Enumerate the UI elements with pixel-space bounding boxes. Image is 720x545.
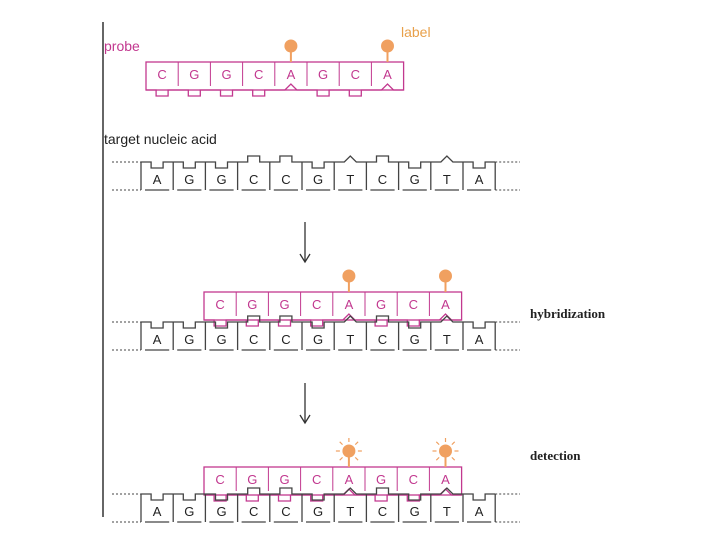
signal-ray bbox=[339, 456, 343, 461]
probe-bottom-edge bbox=[146, 83, 404, 97]
target-base-G: G bbox=[184, 332, 194, 347]
signal-ray bbox=[451, 456, 456, 461]
target-base-A: A bbox=[475, 504, 484, 519]
probe-base-C: C bbox=[254, 67, 263, 82]
target-nucleic-acid-label: target nucleic acid bbox=[104, 131, 217, 147]
target-base-A: A bbox=[475, 332, 484, 347]
label-marker-icon bbox=[381, 39, 394, 53]
target-base-C: C bbox=[281, 332, 290, 347]
target-base-G: G bbox=[184, 172, 194, 187]
probe-base-G: G bbox=[376, 472, 386, 487]
probe-base-C: C bbox=[351, 67, 360, 82]
target-base-A: A bbox=[475, 172, 484, 187]
target-top-edge bbox=[141, 487, 496, 501]
target-base-G: G bbox=[313, 172, 323, 187]
target-base-G: G bbox=[410, 332, 420, 347]
target-base-G: G bbox=[313, 504, 323, 519]
probe-base-G: G bbox=[247, 297, 257, 312]
probe-bottom-edge bbox=[204, 488, 462, 502]
target-base-G: G bbox=[216, 332, 226, 347]
signal-ray bbox=[451, 441, 456, 446]
label-marker-icon bbox=[284, 39, 298, 53]
signal-ray bbox=[435, 456, 440, 461]
probe-base-G: G bbox=[189, 67, 199, 82]
probe-base-G: G bbox=[376, 297, 386, 312]
probe-base-C: C bbox=[409, 297, 418, 312]
probe-base-G: G bbox=[221, 67, 231, 82]
probe-base-A: A bbox=[441, 472, 450, 487]
probe-base-A: A bbox=[287, 67, 296, 82]
target-base-T: T bbox=[346, 504, 354, 519]
signal-ray bbox=[435, 441, 440, 446]
probe-base-C: C bbox=[215, 297, 224, 312]
probe-base-G: G bbox=[318, 67, 328, 82]
probe-base-A: A bbox=[441, 297, 450, 312]
target-base-T: T bbox=[443, 504, 451, 519]
down-arrow-1-head bbox=[299, 253, 311, 264]
label-caption: label bbox=[401, 24, 431, 40]
target-base-A: A bbox=[153, 332, 162, 347]
target-base-G: G bbox=[410, 504, 420, 519]
target-base-A: A bbox=[153, 504, 162, 519]
probe-base-A: A bbox=[345, 472, 354, 487]
target-base-T: T bbox=[443, 172, 451, 187]
probe-label: probe bbox=[104, 38, 140, 54]
target-base-C: C bbox=[249, 172, 258, 187]
target-base-G: G bbox=[216, 172, 226, 187]
probe-base-C: C bbox=[157, 67, 166, 82]
down-arrow-2-head bbox=[299, 414, 311, 425]
target-base-T: T bbox=[443, 332, 451, 347]
target-base-C: C bbox=[378, 504, 387, 519]
target-base-A: A bbox=[153, 172, 162, 187]
target-base-T: T bbox=[346, 332, 354, 347]
signal-ray bbox=[354, 456, 359, 461]
target-top-edge bbox=[141, 315, 496, 329]
target-base-G: G bbox=[410, 172, 420, 187]
target-base-G: G bbox=[216, 504, 226, 519]
target-base-C: C bbox=[249, 332, 258, 347]
signal-ray bbox=[339, 441, 343, 446]
target-base-G: G bbox=[184, 504, 194, 519]
target-base-C: C bbox=[281, 172, 290, 187]
label-marker-icon bbox=[342, 444, 356, 458]
hybridization-label: hybridization bbox=[530, 306, 606, 321]
probe-base-G: G bbox=[279, 472, 289, 487]
target-base-C: C bbox=[281, 504, 290, 519]
probe-base-C: C bbox=[312, 472, 321, 487]
probe-base-C: C bbox=[312, 297, 321, 312]
label-marker-icon bbox=[439, 444, 452, 458]
probe-base-A: A bbox=[383, 67, 392, 82]
probe-base-C: C bbox=[409, 472, 418, 487]
target-base-C: C bbox=[378, 332, 387, 347]
target-base-T: T bbox=[346, 172, 354, 187]
probe-base-C: C bbox=[215, 472, 224, 487]
probe-base-G: G bbox=[279, 297, 289, 312]
label-marker-icon bbox=[342, 269, 356, 283]
detection-label: detection bbox=[530, 448, 581, 463]
probe-base-G: G bbox=[247, 472, 257, 487]
target-top-edge bbox=[141, 155, 496, 169]
target-base-G: G bbox=[313, 332, 323, 347]
signal-ray bbox=[354, 441, 359, 446]
label-marker-icon bbox=[439, 269, 452, 283]
target-base-C: C bbox=[378, 172, 387, 187]
probe-base-A: A bbox=[345, 297, 354, 312]
target-base-C: C bbox=[249, 504, 258, 519]
